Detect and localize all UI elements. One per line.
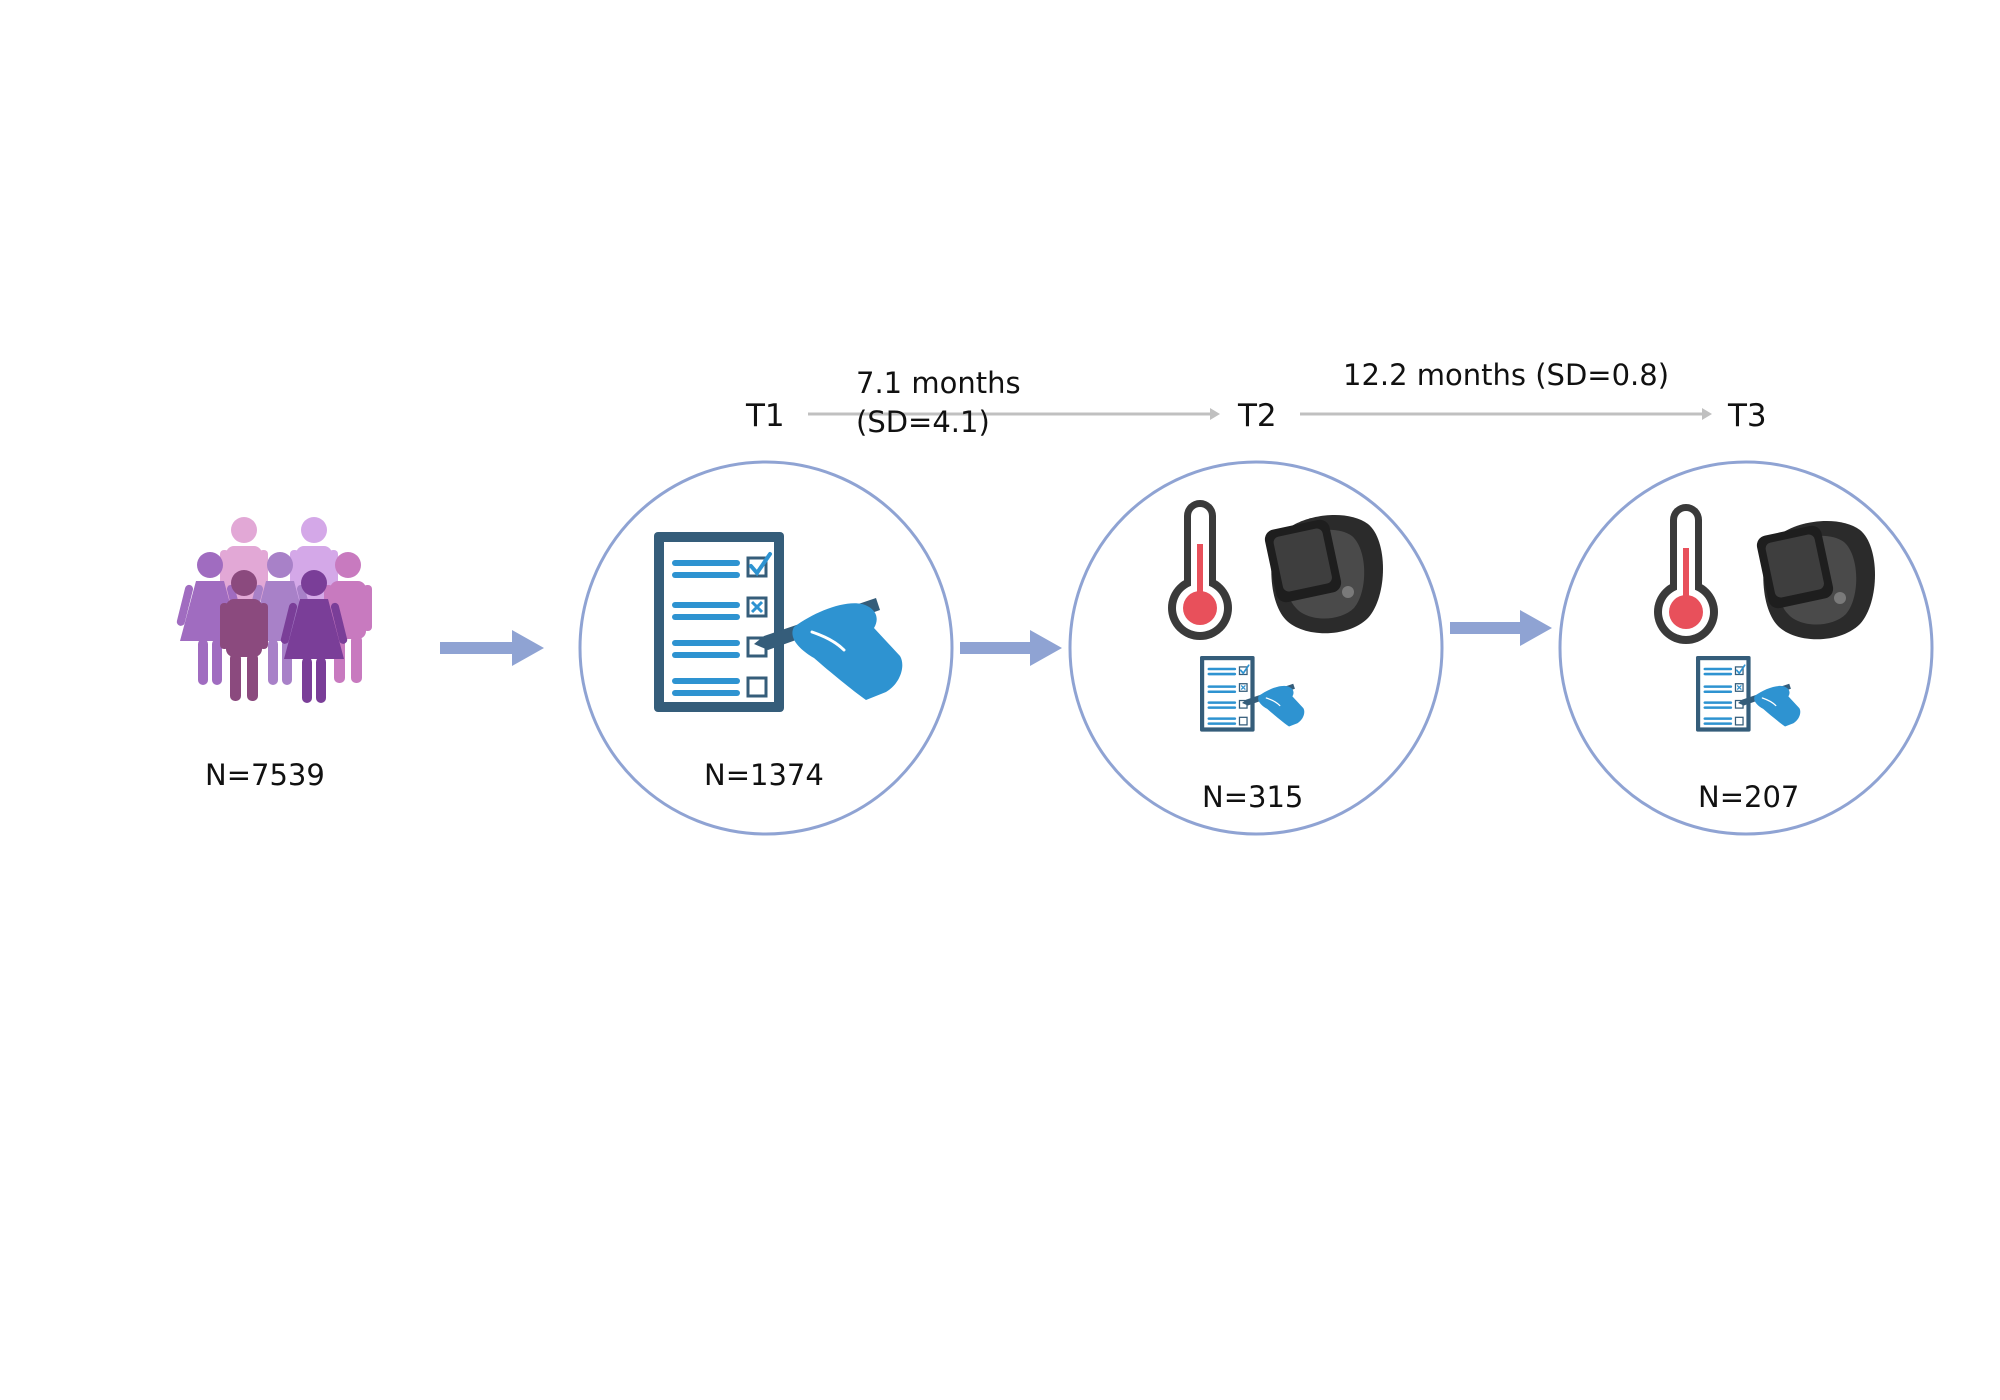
checklist-hand-icon xyxy=(1199,655,1306,733)
timepoint-n-t1: N=1374 xyxy=(704,758,824,792)
timepoint-circle-t1 xyxy=(578,460,954,836)
timepoint-circle-t3 xyxy=(1558,460,1934,836)
thermometer-icon xyxy=(1166,498,1234,642)
timepoint-n-t2: N=315 xyxy=(1202,780,1304,814)
arrow-right-icon xyxy=(960,630,1062,666)
timepoint-circle-t2 xyxy=(1068,460,1444,836)
people-group-icon xyxy=(175,517,372,703)
timepoint-n-t3: N=207 xyxy=(1698,780,1800,814)
interval-line-2: (SD=4.1) xyxy=(856,405,990,439)
arrow-right-icon xyxy=(1210,408,1220,420)
interval-label-t2-t3: 12.2 months (SD=0.8) xyxy=(1343,358,1670,392)
arrow-right-icon xyxy=(440,630,544,666)
checklist-hand-icon xyxy=(1695,655,1802,733)
population-n-label: N=7539 xyxy=(205,758,325,792)
thermometer-icon xyxy=(1652,502,1720,646)
interval-line-1: 7.1 months xyxy=(856,366,1021,400)
timepoint-label-t3: T3 xyxy=(1728,398,1767,434)
interval-label-t1-t2: 7.1 months (SD=4.1) xyxy=(856,364,1021,442)
smartwatch-icon xyxy=(1755,521,1875,640)
smartwatch-icon xyxy=(1263,515,1383,634)
checklist-hand-icon xyxy=(652,530,905,714)
timepoint-label-t1: T1 xyxy=(746,398,785,434)
arrow-right-icon xyxy=(1702,408,1712,420)
arrow-right-icon xyxy=(1450,610,1552,646)
timepoint-label-t2: T2 xyxy=(1238,398,1277,434)
